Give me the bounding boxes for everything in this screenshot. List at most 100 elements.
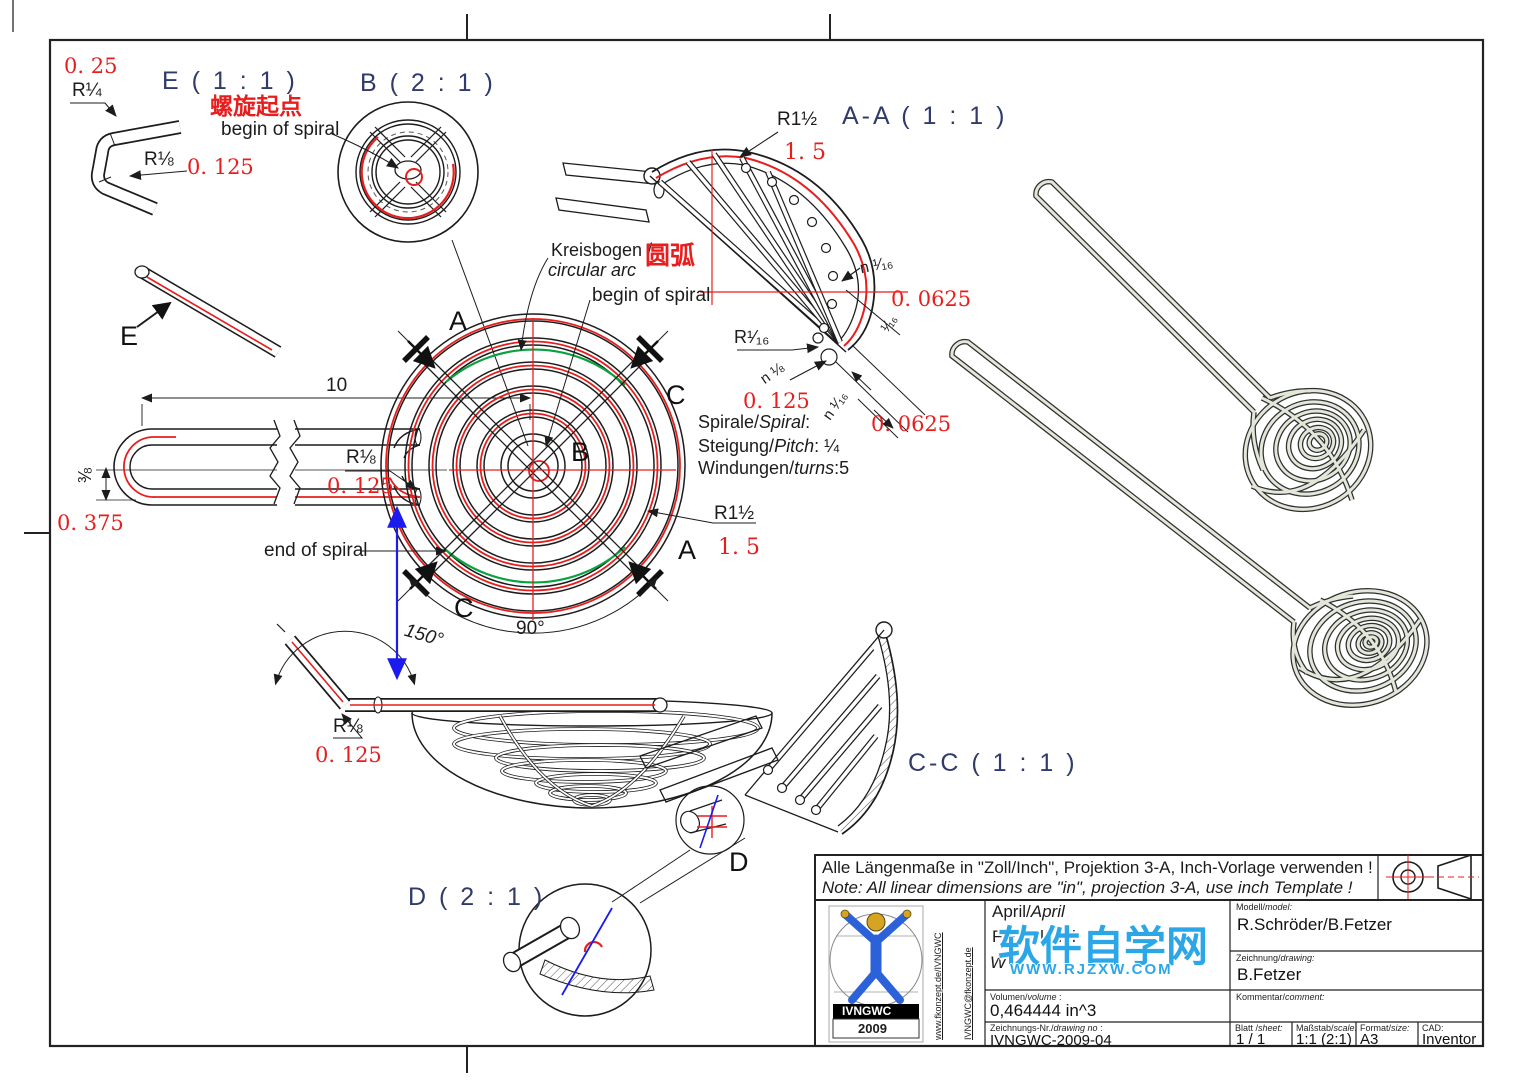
- txt-en: Spiral: [759, 412, 806, 432]
- txt-val: :5: [834, 458, 850, 478]
- side-view: [273, 505, 773, 809]
- dim-0125-aa: 0. 125: [743, 389, 810, 413]
- label-kreisbogen-cn: 圆弧: [645, 242, 696, 270]
- tb-sheet-label: Blatt /sheet:: [1235, 1023, 1283, 1033]
- dim-0-125-e: 0. 125: [187, 155, 254, 179]
- label-end-of-spiral: end of spiral: [264, 540, 368, 561]
- dim-r-quarter: R¼: [72, 80, 102, 101]
- detail-b-view: [329, 101, 529, 447]
- spiral-note-line3: Windungen/turns:5: [698, 459, 849, 478]
- dim-1-5-tv: 1. 5: [718, 535, 760, 560]
- section-letter-a2: A: [678, 535, 697, 565]
- tb-scale-value: 1:1 (2:1): [1296, 1031, 1352, 1048]
- view-title-aa: A-A ( 1 : 1 ): [842, 102, 1008, 130]
- ivngwc-logo: [828, 905, 924, 1043]
- tb-zeichnung-label: Zeichnung/drawing:: [1236, 953, 1315, 963]
- txt-en: comment:: [1285, 992, 1325, 1002]
- section-aa-view: [555, 131, 926, 439]
- dim-0125-tv: 0. 125: [327, 474, 394, 498]
- iso-view-bottom: [952, 342, 1442, 723]
- txt-en: drawing no: [1053, 1023, 1098, 1033]
- txt-en: volume: [1027, 992, 1057, 1002]
- tb-volumen-value: 0,464444 in^3: [990, 1001, 1097, 1020]
- spiral-note-line1: Spirale/Spiral:: [698, 413, 810, 432]
- label-kreisbogen-de: Kreisbogen /: [551, 240, 653, 260]
- txt-en: scale:: [1333, 1023, 1358, 1033]
- txt-de: Zeichnung/: [1236, 953, 1281, 963]
- view-letter-e: E: [120, 321, 139, 351]
- tb-cad-label: CAD:: [1422, 1023, 1444, 1033]
- dim-10: 10: [326, 375, 348, 396]
- section-letter-c1: C: [666, 380, 686, 410]
- dim-r-eighth-tv: R⅛: [346, 447, 376, 468]
- tb-volumen-label: Volumen/volume :: [990, 992, 1062, 1002]
- dim-3-8: ⅜: [75, 467, 96, 483]
- note-line1: Alle Längenmaße in "Zoll/Inch", Projekti…: [822, 858, 1373, 877]
- txt-colon: :: [1097, 1023, 1103, 1033]
- tb-sheet-value: 1 / 1: [1236, 1031, 1266, 1048]
- dim-0375: 0. 375: [57, 511, 124, 535]
- view-title-b: B ( 2 : 1 ): [360, 69, 496, 97]
- tb-format-label: Format/size:: [1360, 1023, 1410, 1033]
- txt-de: Modell/: [1236, 902, 1266, 912]
- top-view: [96, 257, 756, 634]
- label-begin-of-spiral-b: begin of spiral: [221, 119, 340, 140]
- txt-colon: :: [1056, 992, 1062, 1002]
- section-letter-a1: A: [449, 306, 468, 336]
- dim-r116: R¹⁄₁₆: [734, 327, 770, 347]
- dim-r1-5-aa: R1½: [777, 109, 818, 130]
- tb-scale-label: Maßstab/scale:: [1296, 1023, 1358, 1033]
- label-kreisbogen-en: circular arc: [548, 260, 637, 280]
- txt-de: Volumen/: [990, 992, 1028, 1002]
- dim-1-5-aa: 1. 5: [784, 140, 826, 165]
- tb-format-value: A3: [1360, 1031, 1379, 1048]
- tb-kommentar-label: Kommentar/comment:: [1236, 992, 1325, 1002]
- dim-90deg: 90°: [516, 618, 545, 639]
- section-cc-view: [611, 621, 899, 903]
- txt-de: Blatt /: [1235, 1023, 1259, 1033]
- txt-en: turns: [794, 458, 835, 478]
- label-spiral-start-cn: 螺旋起点: [210, 93, 302, 120]
- view-title-e: E ( 1 : 1 ): [162, 67, 298, 95]
- detail-e-view: [70, 102, 278, 352]
- txt-de: Format/: [1360, 1023, 1392, 1033]
- watermark-line2: WWW.RJZXW.COM: [1010, 961, 1173, 978]
- tb-drawno-label: Zeichnungs-Nr./drawing no :: [990, 1023, 1103, 1033]
- txt-en: size:: [1391, 1023, 1410, 1033]
- tb-drawno-value: IVNGWC-2009-04: [990, 1032, 1112, 1049]
- txt-colon: :: [805, 412, 811, 432]
- logo-year: 2009: [858, 1021, 887, 1036]
- sheet-frame: [12, 0, 1485, 1073]
- detail-d-view: [502, 837, 746, 1017]
- dim-0125-sv: 0. 125: [315, 743, 382, 767]
- txt-en: April: [1030, 902, 1065, 921]
- txt-en: Pitch: [774, 436, 815, 456]
- detail-letter-d: D: [729, 847, 749, 877]
- tb-part-name2: W: [990, 953, 1007, 972]
- logo-name: IVNGWC: [842, 1004, 892, 1018]
- logo-link1: www.fkonzept.de/IVNGWC: [933, 932, 943, 1040]
- view-title-d: D ( 2 : 1 ): [408, 883, 546, 911]
- section-letter-b: B: [571, 437, 590, 467]
- txt-de: Steigung/: [698, 436, 775, 456]
- dim-00625-top: 0. 0625: [891, 287, 972, 311]
- tb-zeichnung-value: B.Fetzer: [1237, 965, 1302, 984]
- note-line2: Note: All linear dimensions are "in", pr…: [822, 878, 1353, 897]
- view-title-cc: C-C ( 1 : 1 ): [908, 749, 1078, 777]
- logo-link2: IVNGWC@fkonzept.de: [963, 947, 973, 1040]
- txt-de: Maßstab/: [1296, 1023, 1334, 1033]
- dim-00625-bot: 0. 0625: [871, 412, 952, 436]
- dim-0-25: 0. 25: [64, 54, 118, 78]
- tb-modell-value: R.Schröder/B.Fetzer: [1237, 915, 1392, 934]
- iso-view-top: [1036, 182, 1392, 532]
- dim-r1-5-tv: R1½: [714, 503, 755, 524]
- tb-cad-value: Inventor: [1422, 1031, 1477, 1048]
- txt-en: model:: [1265, 902, 1293, 912]
- watermark-line1: 软件自学网: [998, 923, 1209, 970]
- title-block-grid: [814, 854, 1484, 1047]
- dim-r-eighth-sv: R⅛: [333, 716, 363, 737]
- txt-de: Kommentar/: [1236, 992, 1286, 1002]
- txt-de: April/: [992, 902, 1031, 921]
